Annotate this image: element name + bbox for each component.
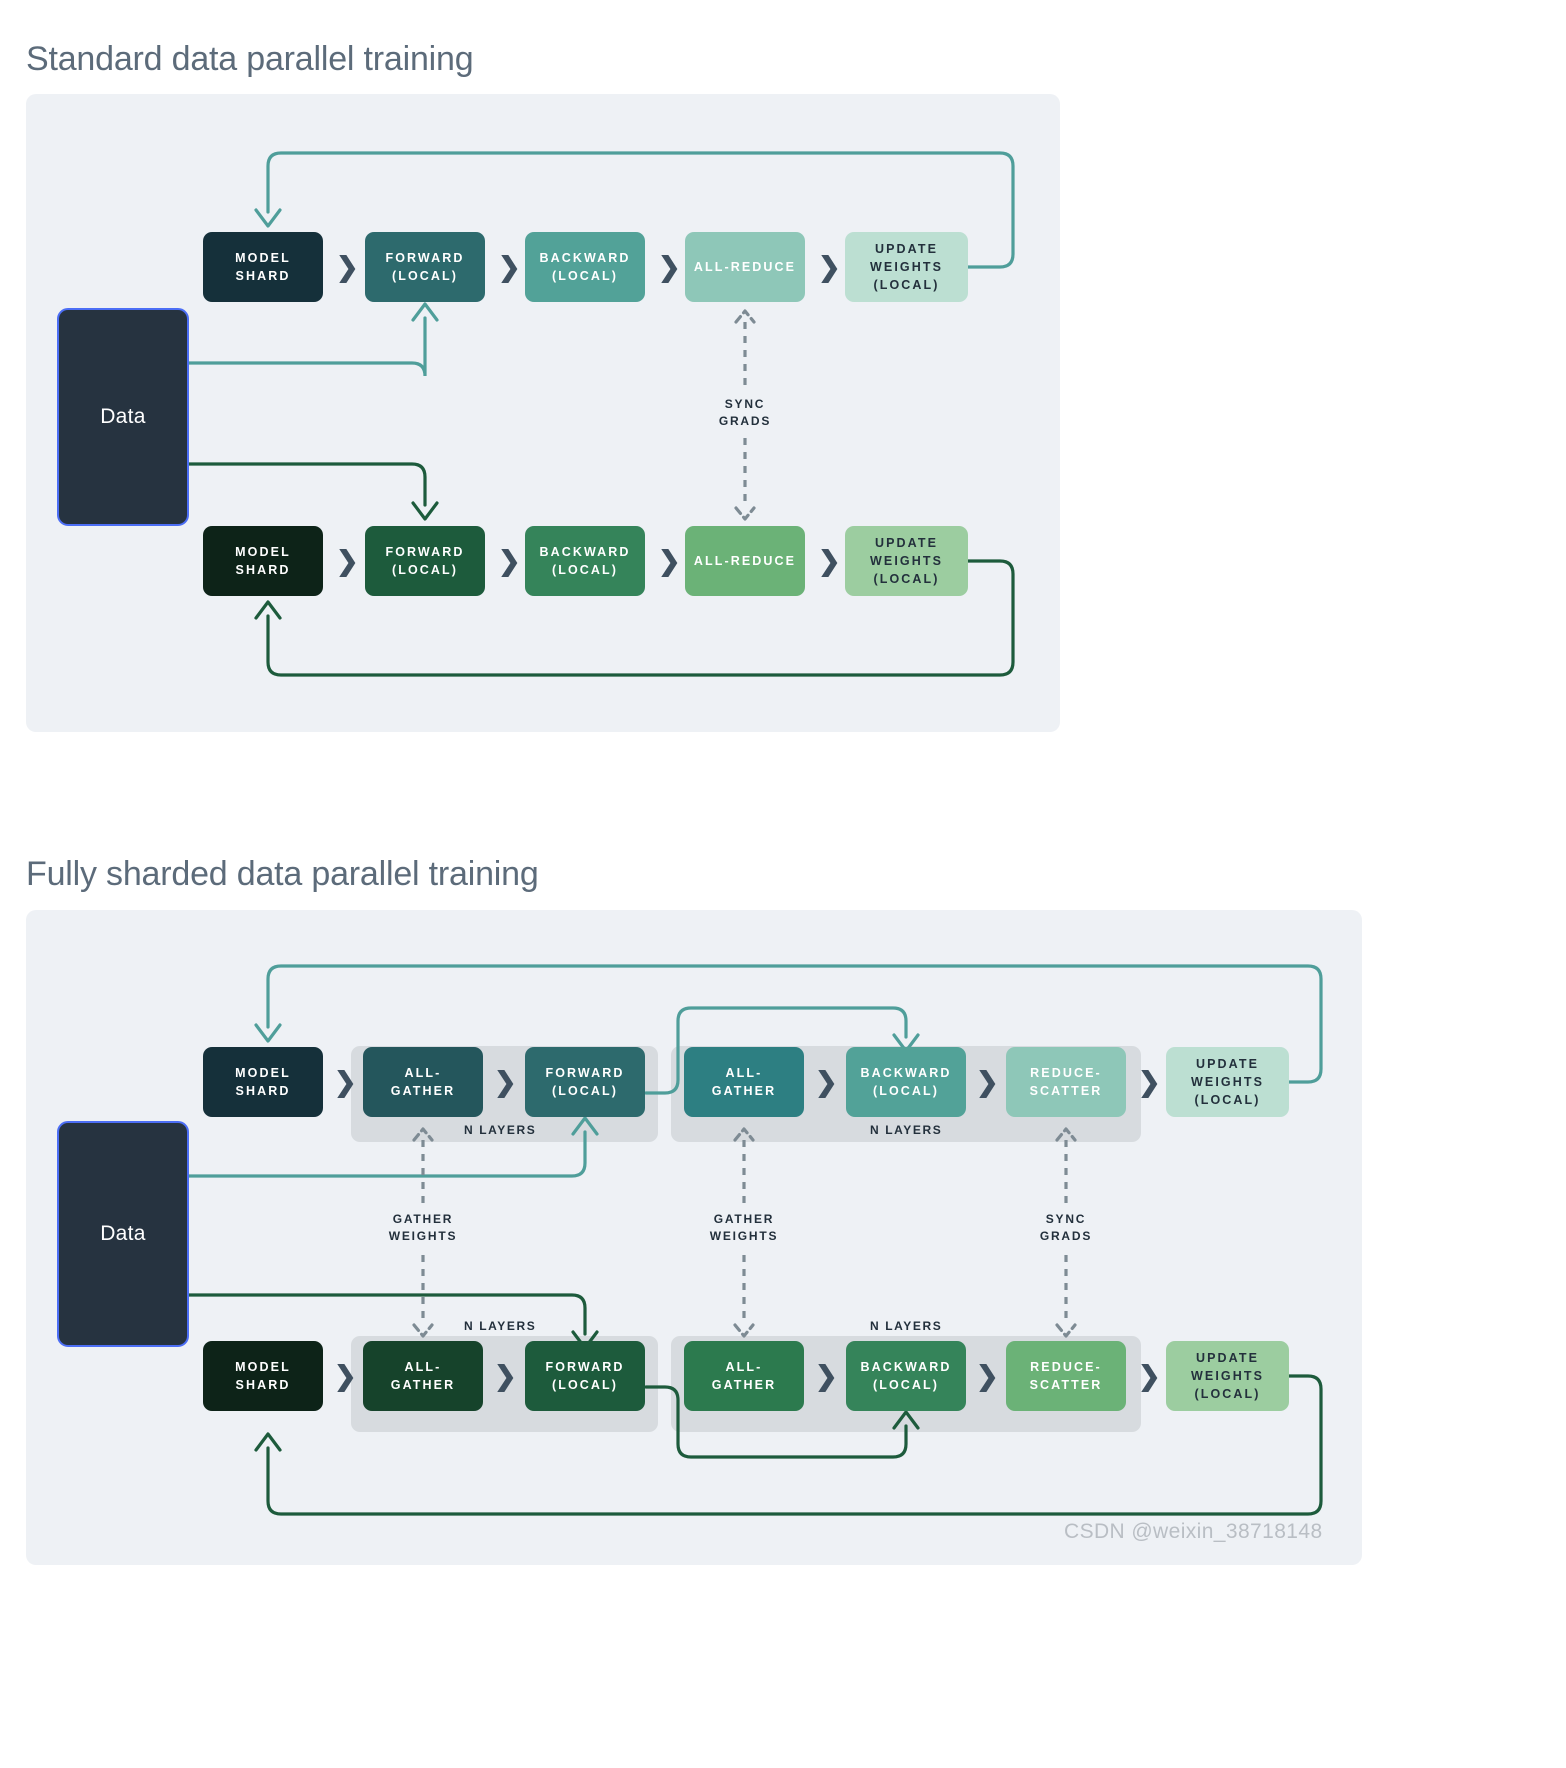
section-title-fsdp: Fully sharded data parallel training	[26, 855, 539, 893]
node-fsdp-top-model-shard[interactable]: MODEL SHARD	[203, 1047, 323, 1117]
node-std-top-model-shard[interactable]: MODEL SHARD	[203, 232, 323, 302]
node-fsdp-bottom-model-shard[interactable]: MODEL SHARD	[203, 1341, 323, 1411]
chevron-icon: ❯	[976, 1361, 999, 1391]
label-n-layers-bottom-2: N LAYERS	[870, 1319, 943, 1333]
node-fsdp-top-reduce-scatter[interactable]: REDUCE- SCATTER	[1006, 1047, 1126, 1117]
node-std-bottom-forward[interactable]: FORWARD (LOCAL)	[365, 526, 485, 596]
node-std-top-update-weights[interactable]: UPDATE WEIGHTS (LOCAL)	[845, 232, 968, 302]
node-fsdp-bottom-reduce-scatter[interactable]: REDUCE- SCATTER	[1006, 1341, 1126, 1411]
chevron-icon: ❯	[334, 1361, 357, 1391]
node-fsdp-top-backward[interactable]: BACKWARD (LOCAL)	[846, 1047, 966, 1117]
label-sync-grads-fsdp: SYNC GRADS	[1039, 1212, 1093, 1244]
node-fsdp-top-all-gather-2[interactable]: ALL- GATHER	[684, 1047, 804, 1117]
node-std-top-forward[interactable]: FORWARD (LOCAL)	[365, 232, 485, 302]
label-gather-weights-2: GATHER WEIGHTS	[709, 1212, 779, 1244]
chevron-icon: ❯	[976, 1067, 999, 1097]
node-std-bottom-update-weights[interactable]: UPDATE WEIGHTS (LOCAL)	[845, 526, 968, 596]
data-box-fsdp: Data	[57, 1121, 189, 1347]
chevron-icon: ❯	[336, 252, 359, 282]
label-n-layers-bottom-1: N LAYERS	[464, 1319, 537, 1333]
node-std-bottom-all-reduce[interactable]: ALL-REDUCE	[685, 526, 805, 596]
node-std-bottom-backward[interactable]: BACKWARD (LOCAL)	[525, 526, 645, 596]
chevron-icon: ❯	[1138, 1361, 1161, 1391]
node-fsdp-bottom-update-weights[interactable]: UPDATE WEIGHTS (LOCAL)	[1166, 1341, 1289, 1411]
chevron-icon: ❯	[336, 546, 359, 576]
chevron-icon: ❯	[498, 546, 521, 576]
node-std-bottom-model-shard[interactable]: MODEL SHARD	[203, 526, 323, 596]
label-sync-grads-standard: SYNC GRADS	[718, 397, 772, 429]
node-std-top-all-reduce[interactable]: ALL-REDUCE	[685, 232, 805, 302]
chevron-icon: ❯	[1138, 1067, 1161, 1097]
node-fsdp-top-update-weights[interactable]: UPDATE WEIGHTS (LOCAL)	[1166, 1047, 1289, 1117]
chevron-icon: ❯	[818, 252, 841, 282]
chevron-icon: ❯	[658, 546, 681, 576]
label-n-layers-top-2: N LAYERS	[870, 1123, 943, 1137]
chevron-icon: ❯	[815, 1067, 838, 1097]
node-fsdp-bottom-forward[interactable]: FORWARD (LOCAL)	[525, 1341, 645, 1411]
watermark: CSDN @weixin_38718148	[1064, 1520, 1323, 1543]
data-box-standard: Data	[57, 308, 189, 526]
chevron-icon: ❯	[494, 1361, 517, 1391]
node-std-top-backward[interactable]: BACKWARD (LOCAL)	[525, 232, 645, 302]
node-fsdp-top-forward[interactable]: FORWARD (LOCAL)	[525, 1047, 645, 1117]
chevron-icon: ❯	[815, 1361, 838, 1391]
node-fsdp-bottom-backward[interactable]: BACKWARD (LOCAL)	[846, 1341, 966, 1411]
label-n-layers-top-1: N LAYERS	[464, 1123, 537, 1137]
label-gather-weights-1: GATHER WEIGHTS	[388, 1212, 458, 1244]
chevron-icon: ❯	[498, 252, 521, 282]
chevron-icon: ❯	[334, 1067, 357, 1097]
chevron-icon: ❯	[818, 546, 841, 576]
node-fsdp-top-all-gather-1[interactable]: ALL- GATHER	[363, 1047, 483, 1117]
node-fsdp-bottom-all-gather-1[interactable]: ALL- GATHER	[363, 1341, 483, 1411]
section-title-standard: Standard data parallel training	[26, 40, 474, 78]
chevron-icon: ❯	[494, 1067, 517, 1097]
node-fsdp-bottom-all-gather-2[interactable]: ALL- GATHER	[684, 1341, 804, 1411]
chevron-icon: ❯	[658, 252, 681, 282]
